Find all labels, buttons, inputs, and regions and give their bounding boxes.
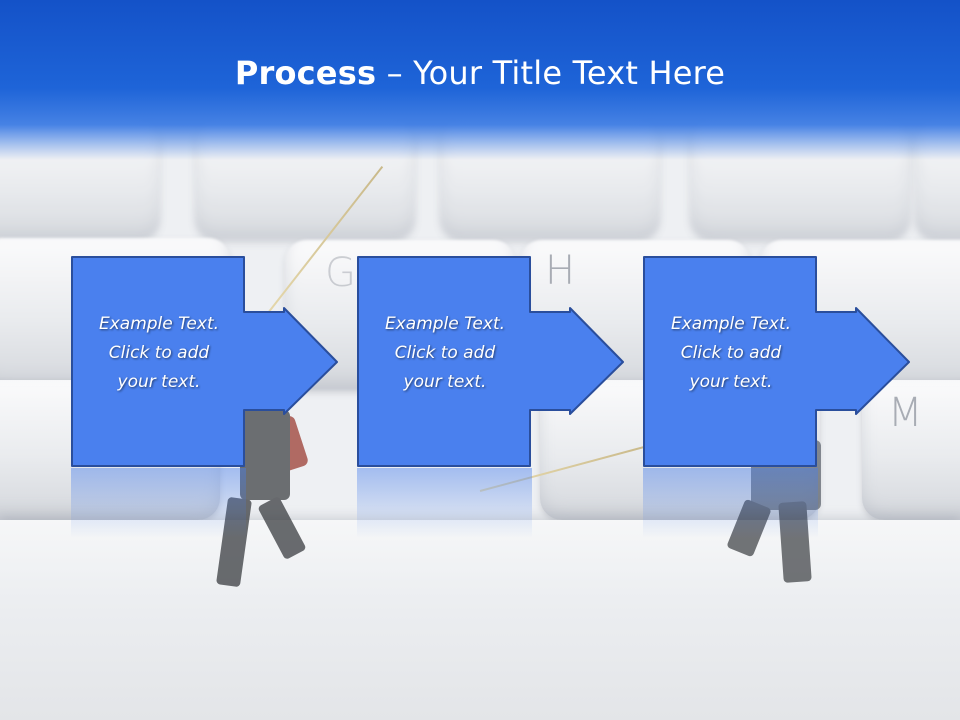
step-text-line: Example Text. [670, 314, 792, 334]
key-letter: M [888, 390, 923, 436]
arrow-box-shape [643, 256, 910, 467]
process-step-2[interactable]: Example Text. Click to add your text. [357, 256, 625, 468]
key-letter: G [325, 250, 356, 296]
step-text-line: Example Text. [98, 314, 220, 334]
step-reflection [71, 468, 246, 538]
step-reflection [357, 468, 532, 538]
step-text[interactable]: Example Text. Click to add your text. [651, 310, 811, 397]
title-bold-text: Process [234, 54, 377, 92]
step-text-line: Click to add [108, 343, 210, 363]
step-text[interactable]: Example Text. Click to add your text. [365, 310, 525, 397]
key-letter: H [545, 248, 576, 294]
step-text-line: your text. [689, 372, 773, 392]
title-rest-text: – Your Title Text Here [376, 54, 726, 92]
process-step-3[interactable]: Example Text. Click to add your text. [643, 256, 911, 468]
step-text[interactable]: Example Text. Click to add your text. [79, 310, 239, 397]
title-band [0, 0, 960, 160]
step-text-line: Example Text. [384, 314, 506, 334]
slide-title[interactable]: Process – Your Title Text Here [0, 54, 960, 92]
keyboard-key [862, 380, 960, 520]
process-step-1[interactable]: Example Text. Click to add your text. [71, 256, 339, 468]
step-reflection [643, 468, 818, 538]
step-text-line: your text. [403, 372, 487, 392]
step-text-line: Click to add [394, 343, 496, 363]
step-text-line: Click to add [680, 343, 782, 363]
arrow-box-shape [357, 256, 624, 467]
step-text-line: your text. [117, 372, 201, 392]
arrow-box-shape [71, 256, 338, 467]
